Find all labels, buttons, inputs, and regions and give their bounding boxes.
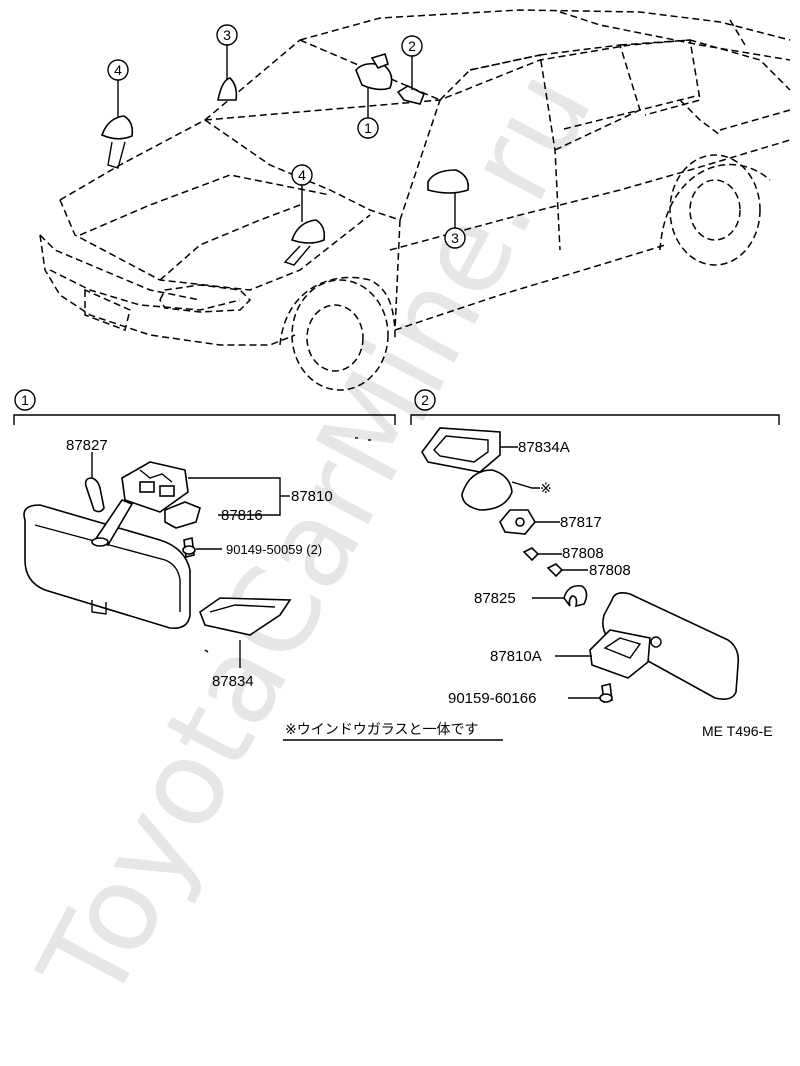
section-1-marker: 1 [21,392,29,408]
car-part-shapes [100,52,470,266]
label-87808-a: 87808 [562,545,604,562]
mirror-mount-shape [396,85,426,105]
part-87808a-shape [522,547,540,562]
label-87810A: 87810A [490,648,542,665]
fender-mirror-right-shape [290,219,326,244]
part-87816-shape [164,501,201,529]
label-87808-b: 87808 [589,562,631,579]
callout-4-right: 4 [298,167,306,183]
part-87825-shape [563,584,588,608]
label-87817: 87817 [560,514,602,531]
part-87827-shape [84,477,105,513]
label-87816: 87816 [221,507,263,524]
callout-1: 1 [364,120,372,136]
inner-mirror-2-body [602,592,740,700]
footnote: ※ウインドウガラスと一体です [285,722,478,738]
section-2-marker: 2 [421,392,429,408]
fender-mirror-left-shape [100,115,134,140]
inner-mirror-shape [355,62,393,91]
car-callouts: 1 2 3 4 3 4 [107,24,466,249]
inner-mirror-body [23,504,191,630]
mirror-stay-shape [370,52,389,69]
label-87834: 87834 [212,673,254,690]
part-87810-shape [121,461,189,513]
callout-3-door: 3 [451,230,459,246]
section-1: 1 87827 87810 87816 90149-50059 (2) [13,389,396,690]
door-mirror-shape [427,169,470,194]
label-87825: 87825 [474,590,516,607]
callout-4-left: 4 [114,62,122,78]
label-90159-60166: 90159-60166 [448,690,536,707]
label-87827: 87827 [66,437,108,454]
callout-2: 2 [408,38,416,54]
label-87810: 87810 [291,488,333,505]
part-star-shape [461,469,513,511]
door-mirror-top-shape [217,77,238,101]
label-star-note: ※ [540,481,552,497]
callout-3-top: 3 [223,27,231,43]
part-87808b-shape [546,563,564,578]
label-87834A: 87834A [518,439,570,456]
diagram-code: ME T496-E [702,723,773,739]
car-illustration [39,9,791,391]
section-2: 2 87834A ※ 87817 8780 [410,389,780,707]
label-90149-50059: 90149-50059 (2) [226,542,322,557]
